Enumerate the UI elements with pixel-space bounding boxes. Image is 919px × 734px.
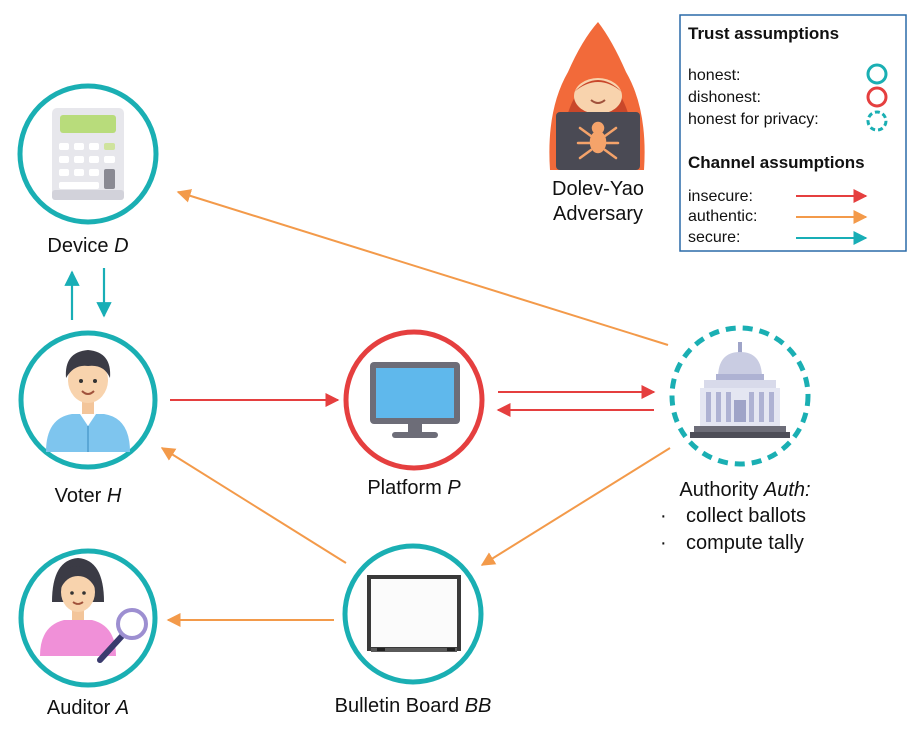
voter-label: Voter H xyxy=(55,485,122,507)
bug-icon xyxy=(576,121,620,160)
auditor-person-icon xyxy=(40,558,148,663)
capitol-building-icon xyxy=(690,342,790,438)
calculator-icon xyxy=(52,108,124,200)
authority-task-item: compute tally xyxy=(686,532,804,554)
authority-task-list: · collect ballots · compute tally xyxy=(660,505,806,554)
legend-trust-dishonest: dishonest: xyxy=(688,89,761,106)
auditor-node: Auditor A xyxy=(18,548,158,719)
legend-frame xyxy=(679,14,907,252)
authority-task-bullet: · xyxy=(660,505,667,527)
device-label: Device D xyxy=(47,235,128,257)
legend-honest-swatch xyxy=(866,63,888,85)
legend-trust-honest: honest: xyxy=(688,67,740,84)
auditor-label: Auditor A xyxy=(47,697,129,719)
legend-trust-title: Trust assumptions xyxy=(688,24,839,43)
legend-channel-secure: secure: xyxy=(688,229,740,246)
authority-node: Authority Auth: · collect ballots · comp… xyxy=(660,325,811,554)
legend-dishonest-swatch xyxy=(866,86,888,108)
voter-node: Voter H xyxy=(18,330,158,507)
whiteboard-icon xyxy=(367,575,461,652)
authority-task-item: collect ballots xyxy=(686,505,806,527)
legend-channel-authentic: authentic: xyxy=(688,208,757,225)
edge-bulletin-to-voter xyxy=(160,447,347,564)
magnifier-icon xyxy=(116,608,148,640)
legend-box: Trust assumptions honest: dishonest: hon… xyxy=(679,14,907,252)
edge-authority-to-device xyxy=(176,189,669,346)
edges xyxy=(64,189,671,627)
edge-authority-to-bulletin xyxy=(480,447,671,566)
platform-label: Platform P xyxy=(367,477,461,499)
monitor-icon xyxy=(370,362,460,438)
bulletin-node: Bulletin Board BB xyxy=(335,543,492,717)
hooded-hacker-icon xyxy=(549,22,645,170)
adversary-label-line1: Dolev-Yao xyxy=(552,178,644,200)
authority-task-bullet: · xyxy=(660,532,667,554)
bulletin-label: Bulletin Board BB xyxy=(335,695,492,717)
legend-channel-title: Channel assumptions xyxy=(688,153,865,172)
adversary-label-line2: Adversary xyxy=(553,203,643,225)
legend-channel-insecure: insecure: xyxy=(688,188,753,205)
adversary: Dolev-Yao Adversary xyxy=(549,22,645,225)
device-node: Device D xyxy=(17,83,159,257)
authority-label: Authority Auth: xyxy=(679,479,810,501)
legend-privacy-swatch xyxy=(866,110,888,132)
legend-trust-privacy: honest for privacy: xyxy=(688,111,819,128)
voter-person-icon xyxy=(46,350,130,452)
platform-node: Platform P xyxy=(343,329,485,499)
